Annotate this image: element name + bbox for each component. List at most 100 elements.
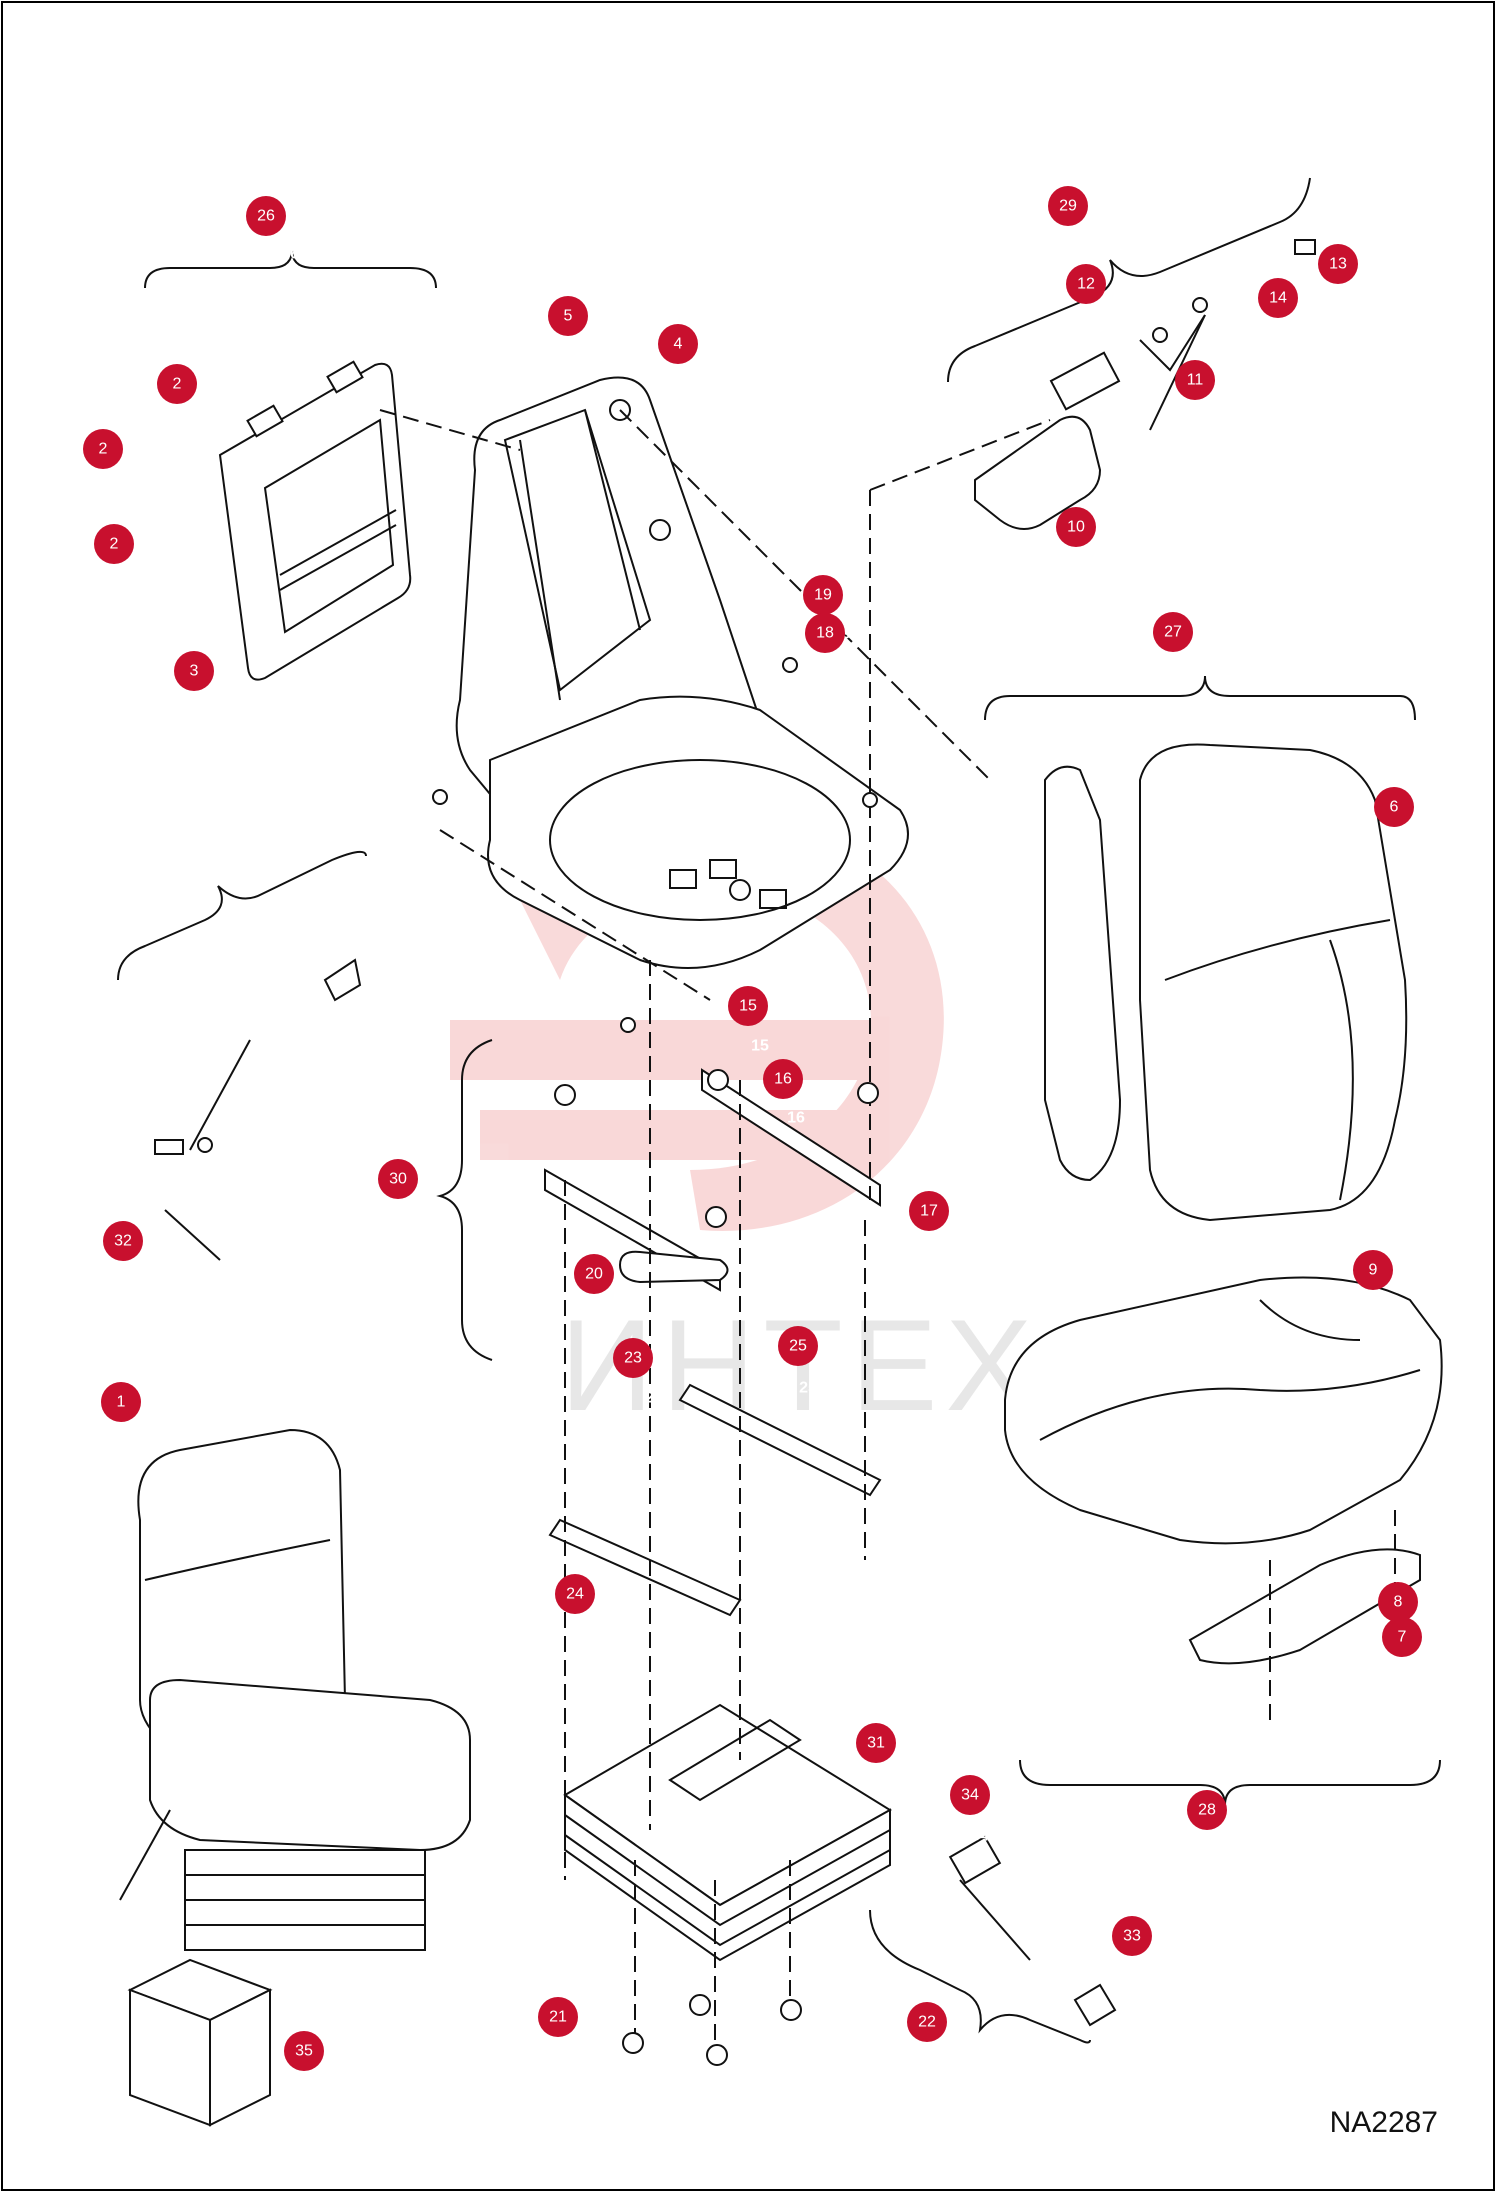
callout-badge-number: 7 xyxy=(1398,1629,1407,1646)
callout-badge xyxy=(94,524,134,564)
callout-badge xyxy=(1056,507,1096,547)
callout-1: 11 xyxy=(101,1382,141,1449)
callout-21: 21 21 xyxy=(538,1997,579,2067)
callout-badge xyxy=(907,2002,947,2042)
callout-badge xyxy=(538,1997,578,2037)
callout-label: 27 xyxy=(1187,664,1205,681)
callout-10: 10 10 xyxy=(1056,507,1105,575)
callout-badge-number: 10 xyxy=(1067,519,1085,536)
seat-cushion xyxy=(1004,1276,1443,1665)
callout-badge xyxy=(1353,1250,1393,1290)
callout-label: 13 xyxy=(1351,296,1369,313)
callout-badge xyxy=(378,1159,418,1199)
callout-label: 28 xyxy=(1213,1842,1231,1859)
callout-badge-number: 27 xyxy=(1164,624,1182,641)
callout-badge xyxy=(856,1723,896,1763)
slide-rails xyxy=(544,1068,881,1292)
callout-badge xyxy=(574,1254,614,1294)
callout-badge-number: 35 xyxy=(295,2043,313,2060)
headrest-cover xyxy=(218,360,412,681)
callout-badge xyxy=(157,364,197,404)
callout-label: 23 xyxy=(645,1390,663,1407)
callout-badge-number: 13 xyxy=(1329,256,1347,273)
callout-badge-number: 17 xyxy=(920,1203,938,1220)
callout-badge xyxy=(763,1059,803,1099)
callout-label: 17 xyxy=(941,1242,959,1259)
callout-34: 34 34 xyxy=(950,1775,990,1845)
callout-badge-number: 34 xyxy=(961,1787,979,1804)
callout-badge-number: 24 xyxy=(566,1586,584,1603)
callout-badge-number: 1 xyxy=(117,1394,126,1411)
callout-label: 12 xyxy=(1101,314,1119,331)
assembly-lines xyxy=(379,409,1396,2050)
callout-badge-number: 30 xyxy=(389,1171,407,1188)
callout-badge-number: 8 xyxy=(1394,1594,1403,1611)
callout-badge-number: 31 xyxy=(867,1735,885,1752)
callout-label: 2 xyxy=(164,418,173,435)
callout-badge-number: 3 xyxy=(190,663,199,680)
callout-5: 55 xyxy=(548,296,588,366)
callout-badge-number: 22 xyxy=(918,2014,936,2031)
callout-badge-number: 2 xyxy=(110,536,119,553)
callout-label: 11 xyxy=(1210,411,1227,428)
callout-badge-number: 26 xyxy=(257,208,275,225)
callout-label: 22 xyxy=(941,2054,959,2071)
bracket-28 xyxy=(1019,1759,1441,1806)
callout-label: 7 xyxy=(1412,1668,1421,1685)
callout-badge xyxy=(1374,787,1414,827)
callout-25: 25 25 xyxy=(778,1326,818,1397)
callout-label: 29 xyxy=(1081,236,1099,253)
fasteners xyxy=(154,657,1117,2066)
callout-2b: 22 xyxy=(83,429,133,499)
callout-label: 14 xyxy=(1293,330,1311,347)
callout-label: 20 xyxy=(587,1306,605,1323)
callout-7: 77 xyxy=(1382,1617,1422,1685)
callout-label: 34 xyxy=(971,1828,989,1845)
callout-12: 12 12 xyxy=(1066,264,1119,331)
callout-6: 66 xyxy=(1374,787,1414,855)
callout-28: 28 28 xyxy=(1187,1790,1231,1859)
callout-badge-number: 5 xyxy=(564,308,573,325)
callout-13: 13 13 xyxy=(1318,244,1369,313)
callout-badge-number: 28 xyxy=(1198,1802,1216,1819)
callout-badge xyxy=(101,1382,141,1422)
callout-badge-number: 12 xyxy=(1077,276,1095,293)
callout-31: 31 31 xyxy=(856,1723,896,1791)
callout-badge xyxy=(1112,1916,1152,1956)
callout-label: 15 xyxy=(751,1038,769,1055)
callout-badge-number: 15 xyxy=(739,998,757,1015)
callout-label: 25 xyxy=(799,1380,817,1397)
document-id: NA2287 xyxy=(1329,2106,1438,2139)
callout-badge xyxy=(103,1221,143,1261)
callout-badge-number: 6 xyxy=(1390,799,1399,816)
callout-label: 21 xyxy=(561,2050,579,2067)
callout-badge xyxy=(1378,1582,1418,1622)
callout-badge xyxy=(1318,244,1358,284)
callout-badge-number: 21 xyxy=(549,2009,567,2026)
bracket-26 xyxy=(144,249,437,289)
bracket-22 xyxy=(869,1909,1091,2044)
callout-badge xyxy=(613,1338,653,1378)
callout-badge-number: 2 xyxy=(99,441,108,458)
callout-badge xyxy=(555,1574,595,1614)
callout-badge xyxy=(1175,360,1215,400)
callout-badge xyxy=(1153,612,1193,652)
callout-badge-number: 29 xyxy=(1059,198,1077,215)
callout-2c: 22 xyxy=(94,524,134,594)
callout-label: 31 xyxy=(875,1774,893,1791)
seat-pan xyxy=(487,695,909,969)
callout-badge-number: 9 xyxy=(1369,1262,1378,1279)
callout-27: 27 27 xyxy=(1153,612,1205,681)
callout-label: 10 xyxy=(1087,558,1105,575)
callout-badge-number: 23 xyxy=(624,1350,642,1367)
callout-22: 22 22 xyxy=(907,2002,959,2071)
packaging-box xyxy=(127,1958,273,2127)
callout-badge-number: 25 xyxy=(789,1338,807,1355)
